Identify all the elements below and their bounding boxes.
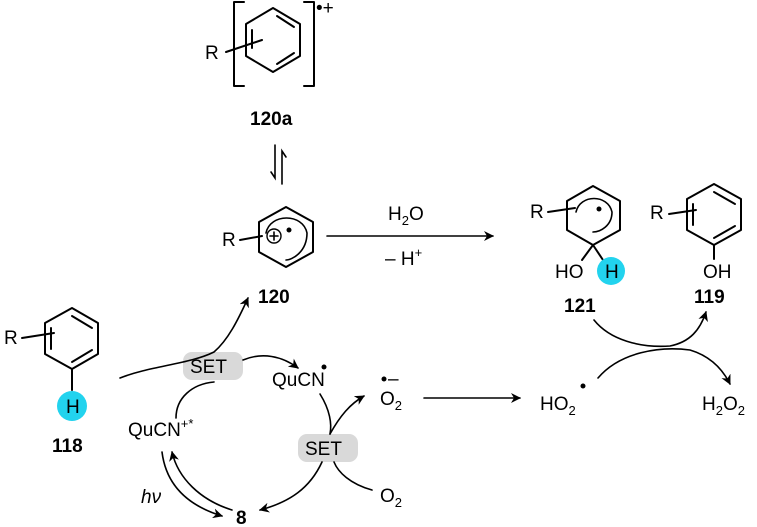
label-118: 118: [52, 436, 83, 457]
ring-121: [566, 185, 621, 246]
left-bracket: [233, 1, 245, 87]
arrow-set2-to-8: [259, 461, 323, 513]
catalytic-cycle: SET SET QuCN QuCN+* hν 8: [119, 297, 373, 527]
equilibrium-arrows: [270, 144, 287, 185]
set-label-2: SET: [305, 439, 342, 460]
compound-120: R 120: [222, 206, 314, 308]
label-120: 120: [258, 287, 290, 308]
hydroxyl-119: OH: [703, 262, 732, 283]
hydroxyl-121: HO: [555, 262, 584, 283]
arrow-8-to-excited: [169, 451, 233, 511]
radical-cation-charge: •+: [316, 0, 334, 19]
highlight-h-121: [597, 257, 625, 285]
radical-dot-icon: [286, 227, 292, 233]
substituent-r-120: R: [222, 230, 236, 251]
arc-excited-to-set: [175, 381, 215, 419]
reagent-water: H2O: [388, 204, 424, 228]
substituent-r-120a: R: [205, 43, 219, 64]
qucn-excited: QuCN+*: [128, 416, 193, 441]
oxygen: O2: [380, 486, 402, 510]
highlight-h-118: [57, 391, 87, 421]
arrow-118-to-120: [119, 297, 249, 379]
radical-dot-icon-121: [596, 206, 602, 212]
arrow-121-to-119: [593, 311, 708, 348]
hydrogen-peroxide: H2O2: [702, 394, 745, 418]
hydrogen-118: H: [66, 397, 80, 418]
hydroperoxyl: HO2: [540, 394, 576, 418]
label-8: 8: [236, 508, 247, 527]
superoxide: O2: [380, 389, 402, 413]
compound-119: R OH 119: [650, 183, 742, 308]
set-box-1: [183, 352, 243, 380]
label-120a: 120a: [250, 109, 293, 130]
label-121: 121: [564, 296, 596, 317]
substituent-r-119: R: [650, 203, 664, 224]
arrow-set2-to-superoxide: [329, 395, 365, 435]
superoxide-charge: –: [388, 369, 399, 390]
arrow-set-to-qucn-radical: [242, 355, 299, 369]
substituent-r-121: R: [530, 202, 544, 223]
benzene-ring-120: [258, 206, 314, 268]
arc-qucn-to-set2: [319, 393, 332, 435]
compound-118: R H 118: [4, 307, 99, 457]
reagent-minus-proton: – H+: [385, 245, 422, 270]
qucn-radical: QuCN: [272, 370, 325, 391]
label-119: 119: [694, 287, 725, 308]
set-label-1: SET: [190, 357, 227, 378]
set-box-2: [298, 434, 358, 462]
compound-121: R HO H 121: [530, 185, 625, 317]
light-hv: hν: [141, 487, 162, 508]
radical-dot-superoxide: [381, 376, 387, 382]
benzene-ring-120a: [245, 7, 301, 73]
hydrogen-121: H: [605, 262, 619, 283]
benzene-ring-118: [44, 307, 99, 370]
substituent-r-118: R: [4, 328, 18, 349]
arrow-excited-to-8: [161, 451, 223, 519]
radical-dot-hydroperoxyl: [580, 383, 586, 389]
arc-o2-to-set2: [333, 461, 373, 491]
compound-120a: R •+ 120a: [205, 0, 334, 130]
arrow-hydroperoxyl-to-h2o2: [597, 348, 731, 385]
right-bracket: [303, 1, 315, 87]
radical-dot-qucn: [321, 364, 327, 370]
